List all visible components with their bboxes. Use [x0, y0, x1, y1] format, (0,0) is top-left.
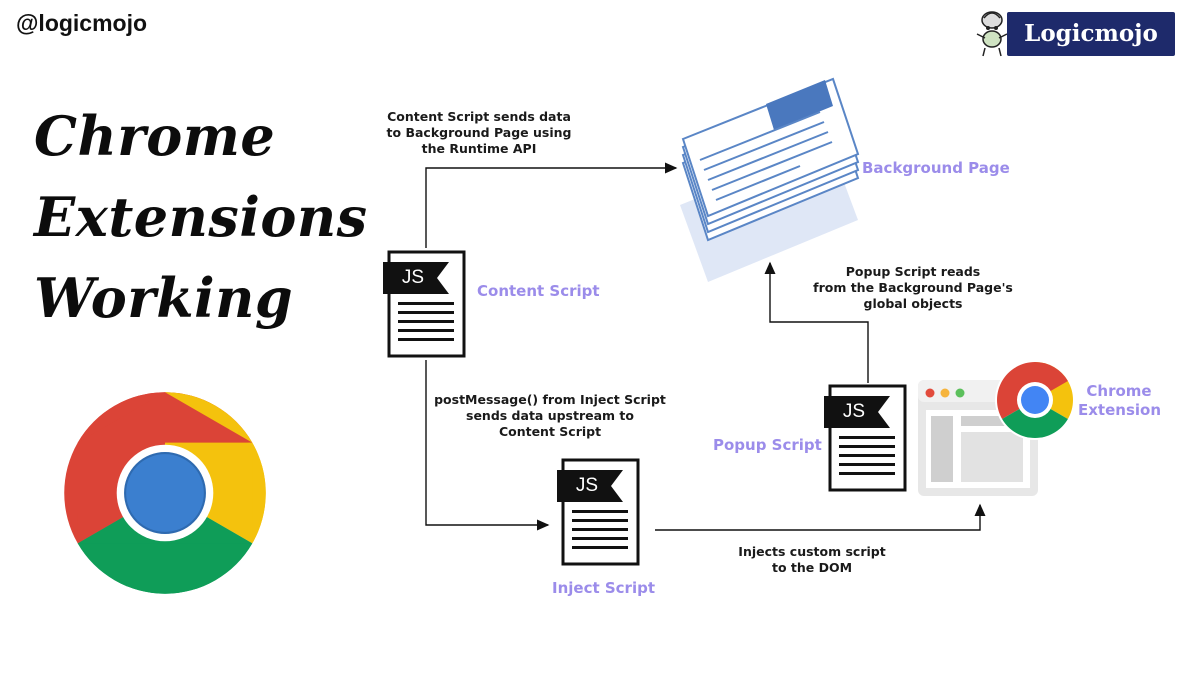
inject-script-js-badge: JS — [575, 475, 599, 496]
note-line: the Runtime API — [421, 141, 537, 156]
note-line: Content Script sends data — [387, 109, 571, 124]
arrow-popup-to-background — [764, 261, 869, 383]
label-chrome-extension: Chrome Extension — [1078, 382, 1161, 420]
mascot-icon — [976, 11, 1008, 57]
label-popup-script: Popup Script — [713, 436, 822, 454]
note-popup-reads: Popup Script reads from the Background P… — [798, 264, 1028, 312]
arrow-content-to-inject — [425, 360, 550, 531]
brand-box: Logicmojo — [1007, 12, 1175, 56]
note-line: to the DOM — [771, 560, 853, 575]
note-line: Content Script — [498, 424, 602, 439]
background-page-icon — [680, 77, 860, 282]
title-line-3: Working — [34, 266, 294, 330]
note-post-message: postMessage() from Inject Script sends d… — [430, 392, 670, 440]
note-line: global objects — [863, 296, 963, 311]
title-line-1: Chrome — [34, 104, 276, 168]
browser-window-icon — [918, 380, 1038, 496]
brand-logo: Logicmojo — [973, 6, 1193, 60]
arrow-inject-to-extension — [655, 503, 986, 531]
note-line: Injects custom script — [738, 544, 886, 559]
note-injects: Injects custom script to the DOM — [722, 544, 902, 576]
page-title: Chrome Extensions Working — [34, 96, 368, 339]
inject-script-file-icon — [557, 458, 640, 566]
popup-script-js-badge: JS — [842, 401, 866, 422]
chrome-logo-icon — [62, 390, 268, 596]
label-chrome-extension-line2: Extension — [1078, 401, 1161, 419]
label-chrome-extension-line1: Chrome — [1086, 382, 1152, 400]
note-line: from the Background Page's — [813, 280, 1013, 295]
brand-name: Logicmojo — [1024, 20, 1158, 47]
arrow-content-to-background — [425, 162, 678, 248]
note-line: sends data upstream to — [466, 408, 634, 423]
content-script-file-icon — [383, 250, 466, 358]
label-background-page: Background Page — [862, 159, 1010, 177]
handle-text: @logicmojo — [16, 10, 148, 36]
label-content-script: Content Script — [477, 282, 600, 300]
note-line: to Background Page using — [386, 125, 572, 140]
popup-script-file-icon — [824, 384, 907, 492]
label-inject-script: Inject Script — [552, 579, 656, 597]
content-script-js-badge: JS — [401, 267, 425, 288]
title-line-2: Extensions — [34, 185, 368, 249]
note-line: postMessage() from Inject Script — [434, 392, 666, 407]
note-content-to-background: Content Script sends data to Background … — [374, 109, 584, 157]
chrome-extension-icon — [995, 360, 1075, 440]
note-line: Popup Script reads — [845, 264, 981, 279]
